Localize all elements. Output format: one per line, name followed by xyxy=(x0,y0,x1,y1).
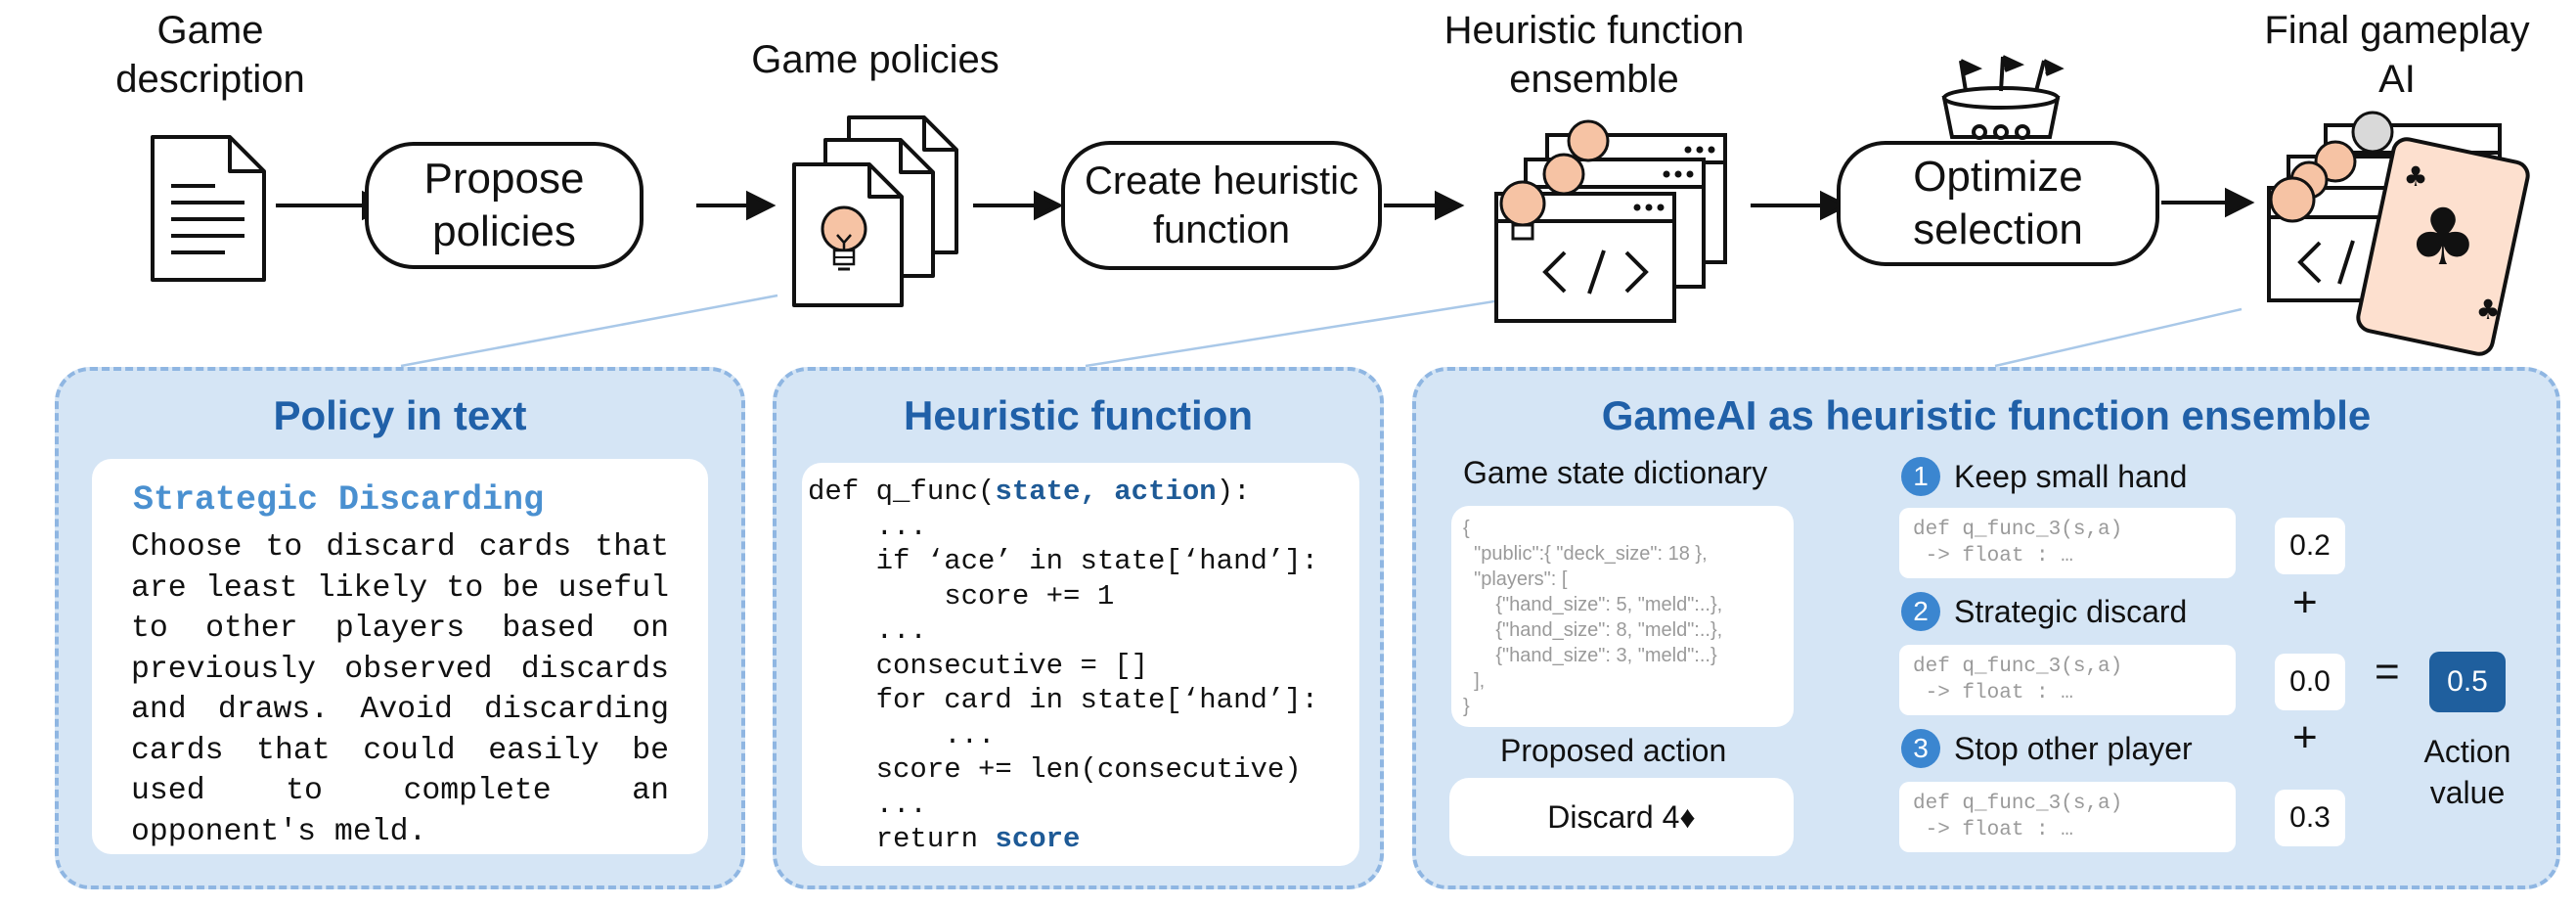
optimize-selection-step: Optimize selection xyxy=(1837,141,2159,266)
code-line: ... xyxy=(808,614,927,647)
ensemble-item-2: 2 Strategic discard xyxy=(1901,592,2187,631)
ensemble-panel: GameAI as heuristic function ensemble Ga… xyxy=(1412,367,2560,889)
game-state-dictionary: { "public":{ "deck_size": 18 }, "players… xyxy=(1463,516,1722,719)
state-line: {"hand_size": 8, "meld":..}, xyxy=(1463,619,1723,641)
heuristic-code: def q_func(state, action): ... if ‘ace’ … xyxy=(808,475,1318,857)
heuristic-panel: Heuristic function def q_func(state, act… xyxy=(773,367,1384,889)
svg-text:♣: ♣ xyxy=(2408,192,2478,283)
code-line: consecutive = [] xyxy=(808,649,1149,682)
pipeline-arrows xyxy=(276,187,2255,221)
proposed-action-label: Proposed action xyxy=(1500,733,1727,768)
ensemble-panel-title: GameAI as heuristic function ensemble xyxy=(1601,392,2372,438)
action-value-label: Action value xyxy=(2423,734,2511,810)
selection-bowl-icon xyxy=(1941,55,2065,140)
final-ai-brackets xyxy=(2297,240,2355,285)
final-ai-label: Final gameplay AI xyxy=(2264,9,2530,101)
policy-description: Choose to discard cards that are least l… xyxy=(131,530,669,849)
playing-card-icon: ♣ ♣ ♣ xyxy=(2356,137,2530,356)
q-func-signature: def q_func_3(s,a) xyxy=(1913,519,2123,541)
equals-sign: = xyxy=(2375,648,2400,696)
state-line: {"hand_size": 5, "meld":..}, xyxy=(1463,594,1723,615)
window-dots xyxy=(1633,146,1715,211)
q-func-return: -> float : … xyxy=(1913,545,2073,568)
state-line: } xyxy=(1463,696,1470,717)
policy-panel: Policy in text Strategic Discarding Choo… xyxy=(55,367,745,889)
q-func-signature: def q_func_3(s,a) xyxy=(1913,656,2123,678)
policy-card: Strategic Discarding Choose to discard c… xyxy=(92,459,708,854)
game-description-label: Game description xyxy=(115,9,305,101)
policy-name: Strategic Discarding xyxy=(133,480,545,520)
q-func-return: -> float : … xyxy=(1913,819,2073,841)
proposed-action-card: Discard 4♦ xyxy=(1449,778,1794,856)
item-label: Strategic discard xyxy=(1954,593,2188,629)
code-line: ... xyxy=(808,788,927,821)
state-line: "players": [ xyxy=(1463,568,1568,590)
code-line: score += len(consecutive) xyxy=(808,753,1302,786)
lightbulb-icon xyxy=(821,205,867,271)
ensemble-item-1: 1 Keep small hand xyxy=(1901,457,2187,496)
code-line: for card in state[‘hand’]: xyxy=(808,684,1319,716)
plus-sign-2: + xyxy=(2292,713,2318,761)
q-func-return: -> float : … xyxy=(1913,682,2073,704)
code-line: ... xyxy=(808,510,927,543)
policy-documents-icon xyxy=(792,115,958,307)
propose-policies-step: Propose policies xyxy=(365,142,644,269)
item-number-badge: 1 xyxy=(1901,457,1940,496)
svg-text:♣: ♣ xyxy=(2403,160,2427,193)
final-ai-bulbs xyxy=(2269,111,2394,223)
item-number-badge: 3 xyxy=(1901,729,1940,768)
code-brackets-icon xyxy=(1542,250,1649,295)
action-value-result: 0.5 xyxy=(2429,652,2506,712)
item-label: Keep small hand xyxy=(1954,458,2188,494)
item-label: Stop other player xyxy=(1954,730,2193,766)
svg-text:♣: ♣ xyxy=(2475,294,2500,326)
code-line: ... xyxy=(808,718,996,751)
code-line: def q_func(state, action): xyxy=(808,476,1251,508)
plus-sign-1: + xyxy=(2292,578,2318,626)
game-policies-label: Game policies xyxy=(751,38,999,81)
item-value-3: 0.3 xyxy=(2275,790,2345,846)
game-state-card: { "public":{ "deck_size": 18 }, "players… xyxy=(1451,506,1794,727)
heuristic-panel-title: Heuristic function xyxy=(903,392,1254,438)
code-line: score += 1 xyxy=(808,579,1115,613)
q-func-signature: def q_func_3(s,a) xyxy=(1913,793,2123,815)
state-line: { xyxy=(1463,518,1470,539)
game-state-label: Game state dictionary xyxy=(1463,455,1768,490)
panel-connectors xyxy=(400,294,2243,368)
state-line: ], xyxy=(1463,670,1486,692)
item-number-badge: 2 xyxy=(1901,592,1940,631)
state-line: {"hand_size": 3, "meld":..} xyxy=(1463,645,1717,666)
state-line: "public":{ "deck_size": 18 }, xyxy=(1463,543,1708,565)
q-func-card-2: def q_func_3(s,a) -> float : … xyxy=(1899,645,2236,715)
q-func-card-1: def q_func_3(s,a) -> float : … xyxy=(1899,508,2236,578)
document-icon xyxy=(151,135,266,282)
item-value-2: 0.0 xyxy=(2275,654,2345,710)
ensemble-item-3: 3 Stop other player xyxy=(1901,729,2193,768)
ensemble-lightbulbs xyxy=(1499,119,1610,241)
code-line: return score xyxy=(808,823,1081,855)
proposed-action-value: Discard 4♦ xyxy=(1547,798,1696,835)
q-func-card-3: def q_func_3(s,a) -> float : … xyxy=(1899,782,2236,852)
create-heuristic-step: Create heuristic function xyxy=(1061,141,1382,270)
code-line: if ‘ace’ in state[‘hand’]: xyxy=(808,545,1319,577)
heuristic-ensemble-label: Heuristic function ensemble xyxy=(1443,9,1745,101)
heuristic-code-card: def q_func(state, action): ... if ‘ace’ … xyxy=(802,463,1359,866)
policy-panel-title: Policy in text xyxy=(273,392,527,438)
item-value-1: 0.2 xyxy=(2275,518,2345,574)
